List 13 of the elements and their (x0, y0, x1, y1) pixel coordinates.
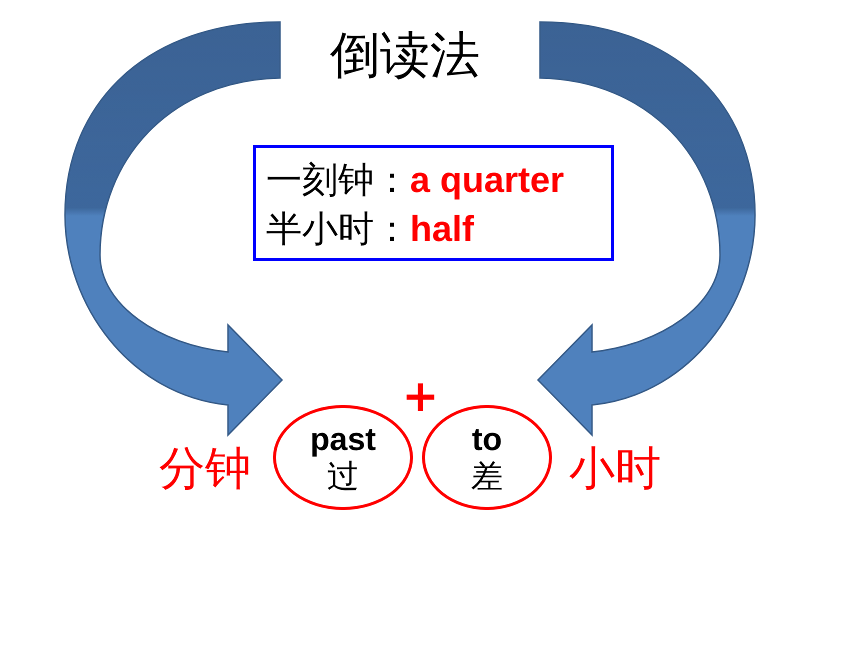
plus-sign: + (402, 372, 439, 422)
chinese-word: 过 (327, 456, 359, 494)
chinese-word: 小时 (560, 438, 670, 498)
english-word: past (310, 420, 376, 456)
chinese-word: 差 (471, 456, 503, 494)
definition-text: 一刻钟：a quarter (266, 158, 566, 203)
curved-arrow (537, 21, 756, 436)
english-word: to (472, 420, 502, 456)
title: 倒读法 (330, 25, 480, 86)
text-box (253, 145, 614, 261)
chinese-word: 分钟 (150, 438, 260, 498)
definition-text: 半小时：half (266, 207, 476, 252)
curved-arrow (64, 21, 283, 436)
